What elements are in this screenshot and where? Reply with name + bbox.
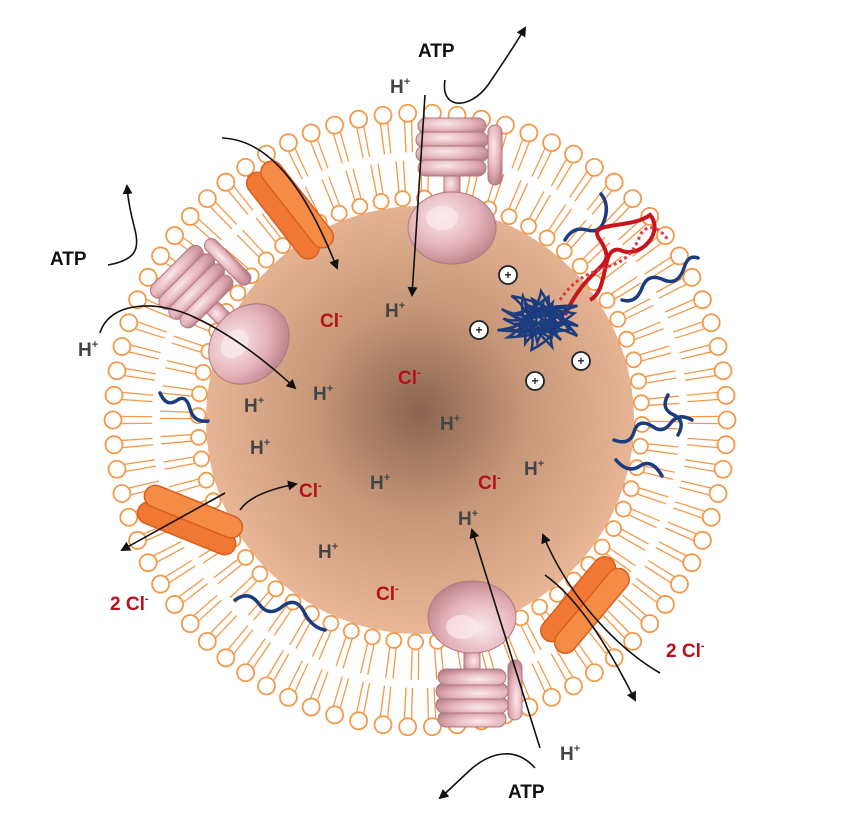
- plus-sign: +: [577, 354, 584, 368]
- proton-label: H+: [390, 76, 410, 98]
- plus-sign: +: [531, 374, 538, 388]
- atp-label: ATP: [50, 249, 87, 270]
- plus-sign: +: [504, 268, 511, 282]
- positive-charge-badge: +: [499, 266, 517, 284]
- arrow-icon: [444, 28, 525, 103]
- positive-charge-badge: +: [572, 352, 590, 370]
- polymer-chain-icon: [565, 194, 606, 240]
- atp-label: ATP: [508, 782, 545, 803]
- plus-sign: +: [475, 323, 482, 337]
- lysosome-lumen: [206, 206, 634, 634]
- proton-label: H+: [560, 743, 580, 765]
- positive-charge-badge: +: [470, 321, 488, 339]
- arrow-icon: [108, 186, 137, 265]
- proton-label: H+: [78, 339, 98, 361]
- chloride-label: 2 Cl-: [110, 593, 149, 615]
- positive-charge-badge: +: [526, 372, 544, 390]
- chloride-label: 2 Cl-: [666, 640, 705, 662]
- atp-label: ATP: [418, 41, 455, 62]
